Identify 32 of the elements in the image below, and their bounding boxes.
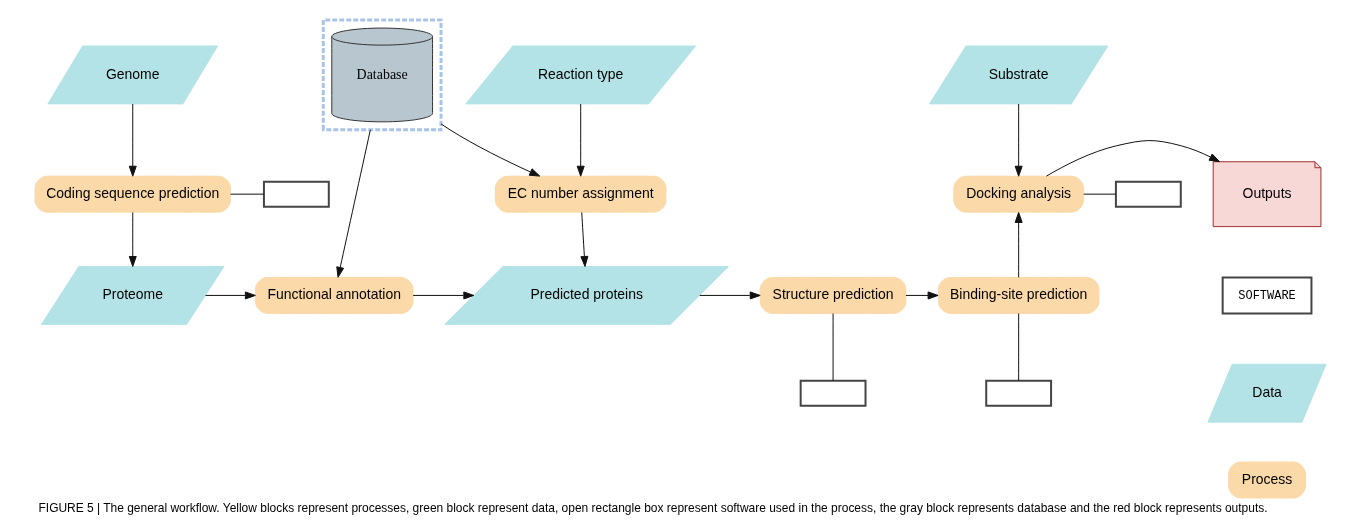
connector (1082, 193, 1116, 195)
node-bracket (984, 379, 1052, 407)
arrow (576, 103, 585, 177)
arrow (579, 211, 588, 267)
arrow (128, 103, 137, 177)
connector (1017, 313, 1019, 382)
node-box: EC number assignment (494, 175, 666, 213)
arrow (128, 211, 137, 267)
arrow (1014, 103, 1023, 177)
arrow (204, 291, 256, 300)
node-bracket (799, 379, 866, 407)
node-box: Docking analysis (952, 175, 1084, 213)
caption: FIGURE 5 | The general workflow. Yellow blocks represent processes, green block represent data, open rectangle box represent software used in the process, the gray block represents database and the red block represents outputs. (38, 500, 1268, 515)
connector (229, 193, 264, 195)
node-box: Structure prediction (759, 276, 906, 314)
node-box: Binding-site prediction (937, 276, 1099, 314)
cluster (321, 18, 442, 132)
arrow (1014, 211, 1023, 278)
node-bracket (262, 180, 330, 208)
legend-label: SOFTWARE (1237, 288, 1296, 303)
node-box: Coding sequence prediction (34, 175, 231, 213)
arrow (412, 291, 474, 300)
arrow (440, 123, 540, 177)
node-bracket (1114, 180, 1182, 208)
legend-label: Data (1251, 383, 1282, 400)
arrow (698, 291, 761, 300)
arrow (335, 129, 371, 278)
arrow (1045, 140, 1220, 177)
legend-label: Process (1241, 470, 1292, 487)
arrow (904, 291, 939, 300)
node-box: Functional annotation (254, 276, 414, 314)
connector (832, 313, 834, 382)
